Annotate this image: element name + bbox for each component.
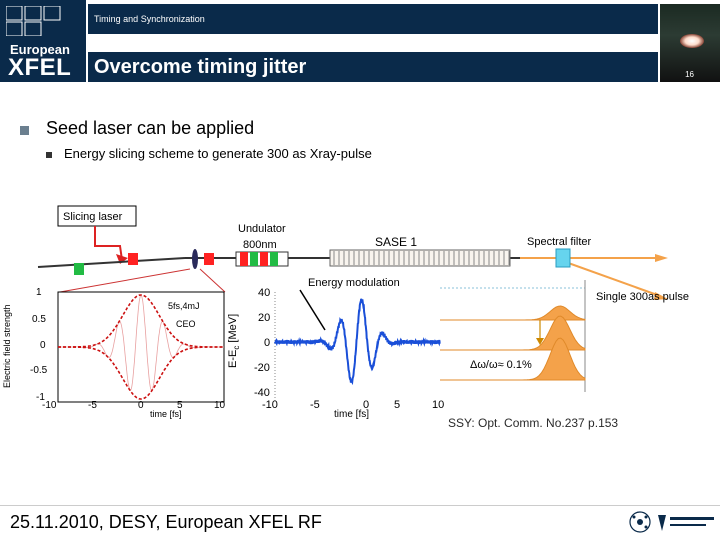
page-number: 16	[685, 70, 694, 79]
plot2-ytick: -40	[254, 387, 270, 399]
bullet-square-small-icon	[46, 152, 52, 158]
topic-text: Timing and Synchronization	[94, 14, 205, 24]
magnet-lens-icon	[192, 249, 198, 269]
plot1-ylabel: Electric field strength	[2, 304, 12, 388]
slicing-laser-arrow	[94, 226, 123, 261]
plot2-xlabel: time [fs]	[334, 409, 369, 420]
helmholtz-logo-icon	[658, 515, 666, 531]
desy-logo-dot-icon	[632, 515, 636, 519]
logo-grid-icon	[6, 6, 61, 36]
plot1-ytick: 0.5	[32, 314, 46, 325]
beam-arrowhead-lower	[654, 292, 668, 300]
photo-light-spot	[680, 34, 704, 48]
desy-logo-dot-icon	[644, 515, 648, 519]
plot1-ytick: -1	[36, 392, 45, 403]
plot2-ylabel: E-Ec [MeV]	[227, 314, 241, 368]
bullet-main-text: Seed laser can be applied	[46, 118, 255, 138]
topic-bar: Timing and Synchronization	[88, 4, 658, 34]
spectral-pulses-panel	[440, 280, 586, 392]
beam-arrowhead-upper	[655, 254, 668, 262]
european-xfel-logo: European XFEL	[0, 0, 86, 82]
energy-slicing-diagram: Slicing laser Undulator 800nm SASE 1 Spe…	[2, 205, 689, 420]
helmholtz-logo-bar-icon	[670, 517, 714, 520]
red-laser-pulse-1	[128, 253, 138, 265]
undulator-red-2	[260, 252, 268, 266]
desy-logo-icon	[629, 511, 651, 533]
undulator-label: Undulator	[238, 223, 286, 235]
plot2-ytick: 40	[258, 287, 270, 299]
logo-text-xfel: XFEL	[8, 54, 72, 81]
undulator-green-1	[250, 252, 258, 266]
sase-label: SASE 1	[375, 235, 417, 249]
plot2-xtick: -5	[310, 399, 320, 411]
slicing-laser-box	[57, 205, 137, 227]
pulse-peak-1	[440, 305, 586, 321]
plot2-xtick: 5	[394, 399, 400, 411]
plot2-ytick: -20	[254, 362, 270, 374]
plot1-xtick: 0	[138, 400, 144, 411]
desy-logo-center-icon	[637, 519, 643, 525]
plot2-ytick: 20	[258, 312, 270, 324]
spectral-filter-icon	[555, 248, 571, 268]
plot1-xtick: -10	[42, 400, 57, 411]
energy-modulation-arrow	[299, 289, 326, 331]
footer-text: 25.11.2010, DESY, European XFEL RF	[10, 512, 322, 532]
plot1-xtick: -5	[88, 400, 97, 411]
undulator-green-2	[270, 252, 278, 266]
undulator-red-1	[240, 252, 248, 266]
footer-divider	[0, 505, 720, 506]
green-bunch-1	[74, 263, 84, 275]
field-envelope-lower	[58, 346, 224, 400]
zoom-line-left	[59, 268, 191, 293]
pulse-peak-2	[440, 315, 586, 351]
energy-modulation-label: Energy modulation	[308, 277, 400, 289]
plot2-xtick: 0	[363, 399, 369, 411]
desy-logo-dot-icon	[644, 525, 648, 529]
sase-undulator	[329, 249, 511, 267]
filter-marker-arrowhead	[536, 338, 544, 345]
bullet-sub-text: Energy slicing scheme to generate 300 as…	[64, 146, 372, 161]
plot1-ytick: 1	[36, 287, 42, 298]
energy-modulation-trace	[274, 298, 441, 386]
single-pulse-label: Single 300as pulse	[596, 291, 689, 303]
beam-line-left	[37, 257, 186, 268]
source-citation: SSY: Opt. Comm. No.237 p.153	[448, 416, 619, 430]
undulator-wavelength: 800nm	[243, 239, 277, 251]
plot1-annotation-energy: 5fs,4mJ	[168, 301, 200, 311]
plot2-ytick: 0	[264, 337, 270, 349]
energy-modulation-plot: E-Ec [MeV] time [fs] -10 -5 0 5 10 40 20…	[227, 287, 444, 420]
header-photo	[660, 4, 720, 82]
electric-field-plot: Electric field strength time [fs] 5fs,4m…	[2, 287, 226, 419]
plot2-xtick: -10	[262, 399, 278, 411]
zoom-line-right	[199, 268, 226, 293]
beam-split-lower	[559, 259, 661, 297]
slicing-laser-label: Slicing laser	[63, 211, 123, 223]
spectral-filter-label: Spectral filter	[527, 236, 592, 248]
title-bar: Overcome timing jitter	[88, 52, 658, 82]
pulse-peak-3	[440, 337, 586, 381]
plot1-ytick: 0	[40, 340, 46, 351]
red-laser-pulse-2	[204, 253, 214, 265]
plot1-xtick: 5	[177, 400, 183, 411]
plot1-xlabel: time [fs]	[150, 409, 182, 419]
field-envelope-upper	[58, 294, 224, 348]
page-title: Overcome timing jitter	[94, 56, 307, 78]
header: European XFEL Timing and Synchronization…	[0, 0, 720, 82]
footer-logos	[629, 511, 714, 533]
bullet-square-icon	[20, 126, 29, 135]
plot2-xtick: 10	[432, 399, 444, 411]
logo-text-european: European	[10, 42, 70, 57]
plot1-xtick: 10	[214, 400, 226, 411]
plot1-ytick: -0.5	[30, 365, 48, 376]
plot1-annotation-ceo: CEO	[176, 319, 196, 329]
bandwidth-label: Δω/ω≈ 0.1%	[470, 359, 532, 371]
helmholtz-logo-bar-icon	[670, 524, 706, 526]
